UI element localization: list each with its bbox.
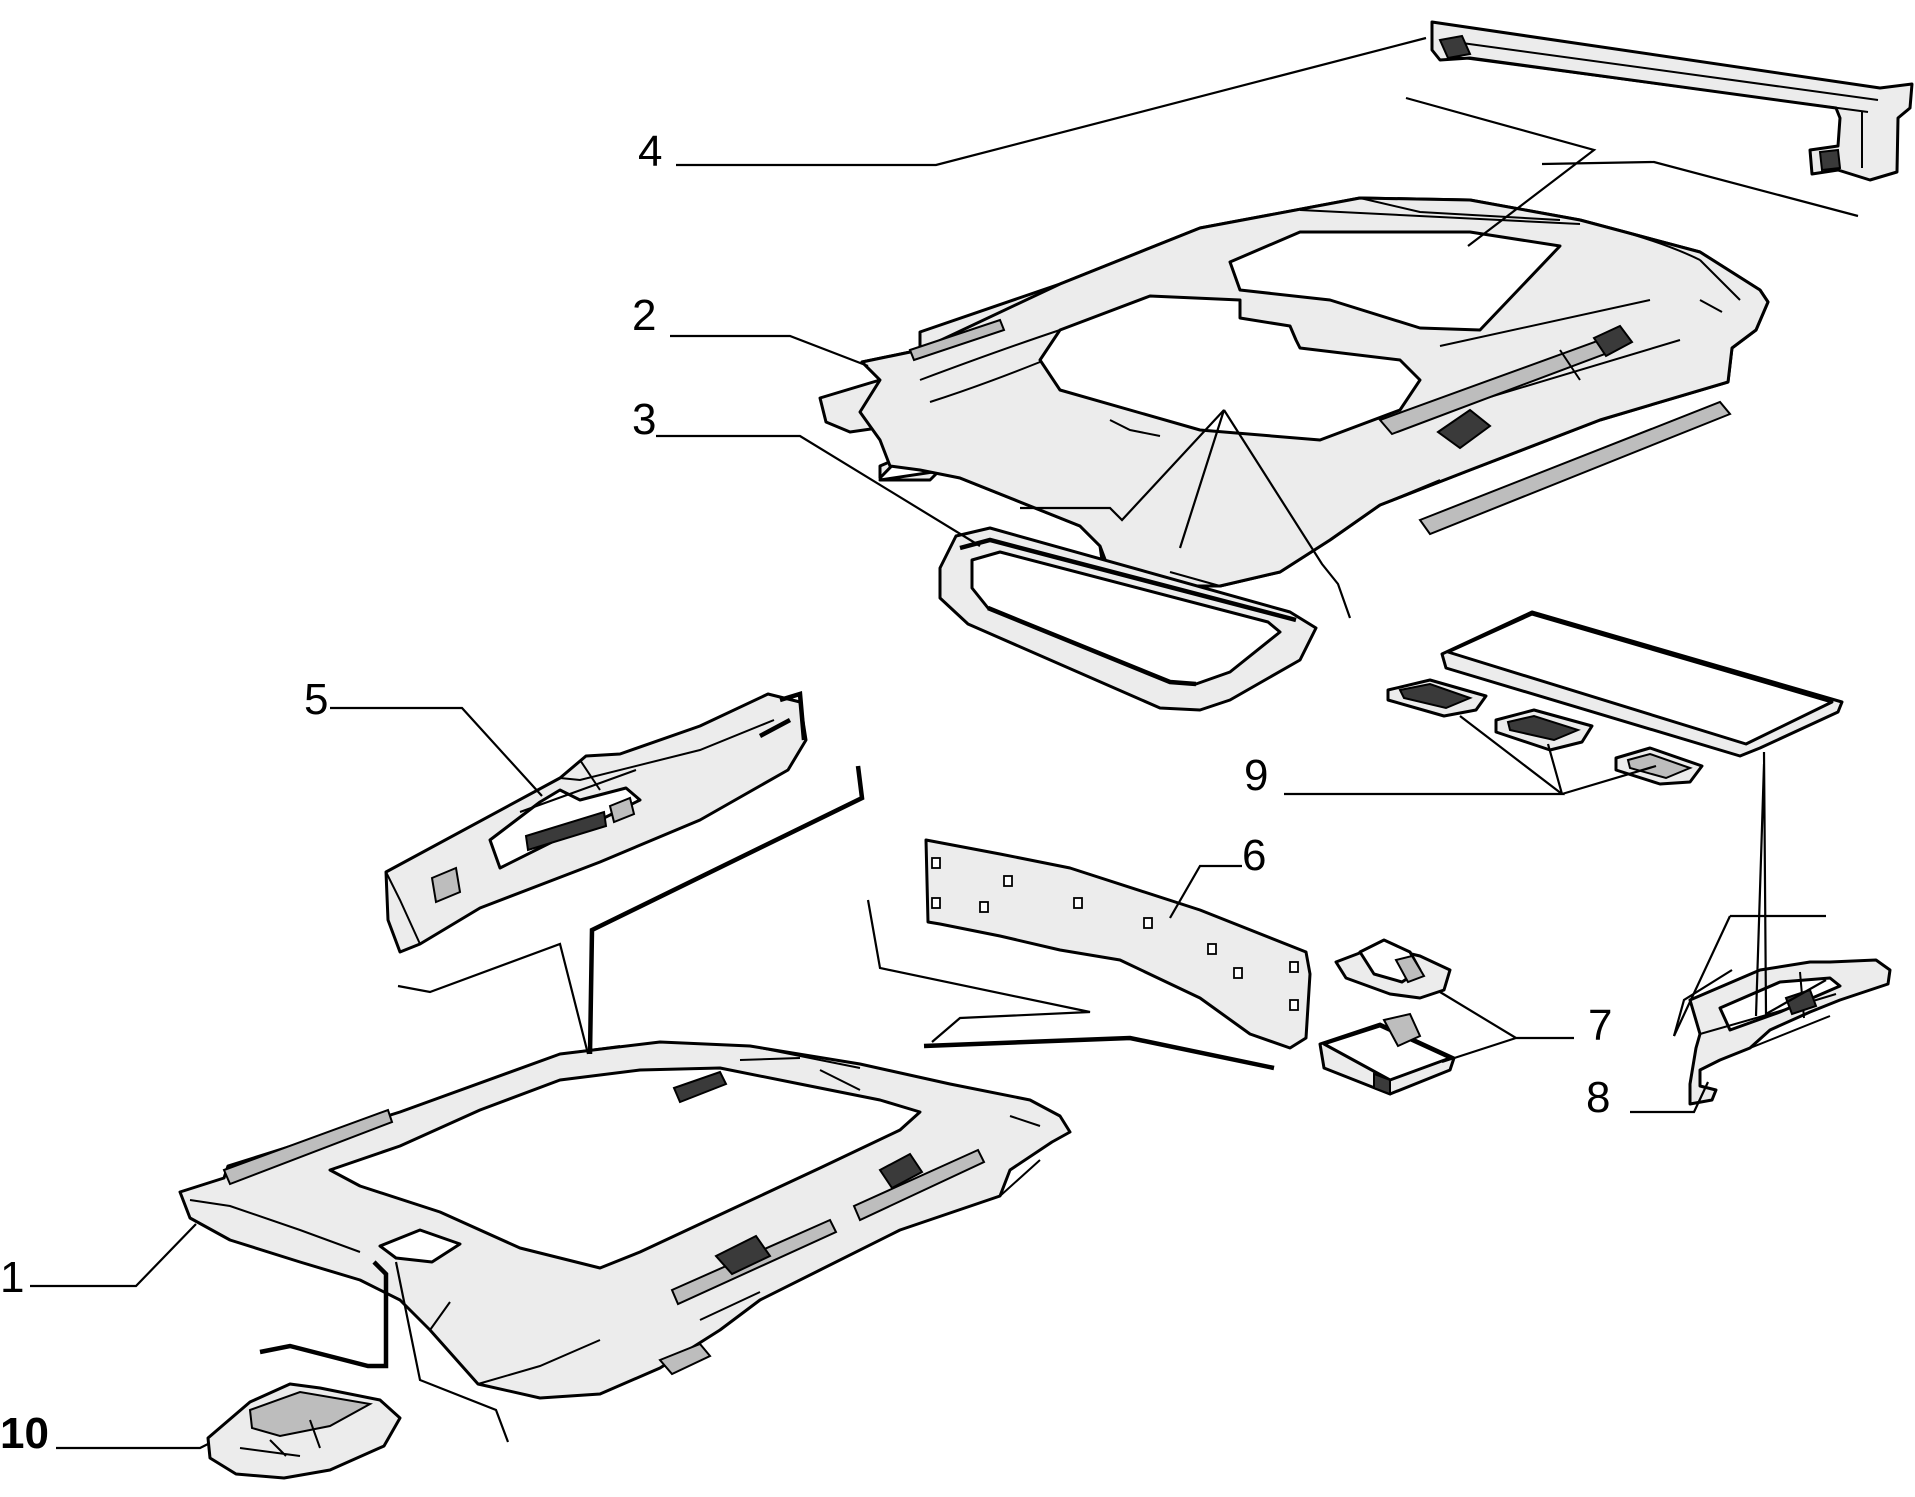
part-1-headliner [178,1040,1072,1400]
callout-4: 4 [638,127,662,176]
part-9-insulation-pads [1386,610,1844,786]
callout-8: 8 [1586,1073,1610,1122]
callout-1: 1 [0,1253,24,1302]
part-4-seal-channel [1430,20,1914,182]
callout-10: 10 [0,1409,49,1458]
callout-3: 3 [632,395,656,444]
callout-7: 7 [1588,1001,1612,1050]
callout-9: 9 [1244,751,1268,800]
part-2-headliner-sunroof [818,196,1770,588]
callout-5: 5 [304,675,328,724]
callout-6: 6 [1242,831,1266,880]
callout-2: 2 [632,291,656,340]
part-5-side-bracket [384,691,808,954]
leader-lines [30,36,1709,1450]
part-3-sunroof-frame [938,526,1318,712]
assembly-lines [259,96,1859,1443]
callout-labels: 4 2 3 5 9 6 7 8 1 10 [0,127,1612,1458]
part-10-light-cover [206,1382,402,1480]
part-6-cross-panel [924,838,1312,1050]
part-8-mounting-bracket [1688,958,1892,1106]
part-7-clips [1318,938,1456,1096]
